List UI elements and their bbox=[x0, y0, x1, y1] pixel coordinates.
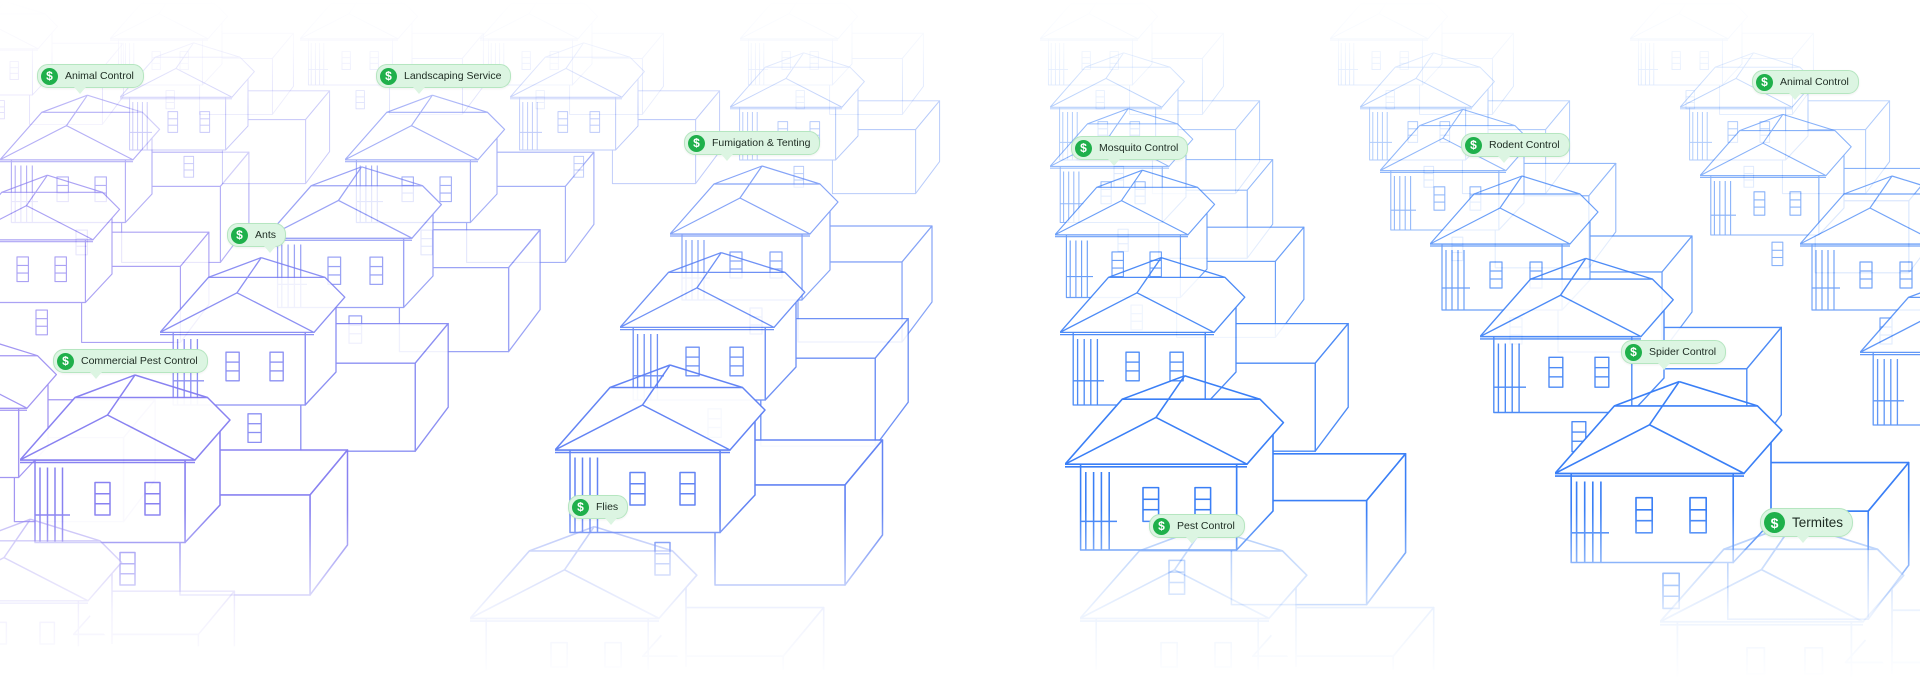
dollar-icon: $ bbox=[1625, 343, 1642, 361]
service-tag-label: Pest Control bbox=[1177, 520, 1235, 532]
dollar-icon: $ bbox=[41, 67, 58, 85]
service-tag-label: Mosquito Control bbox=[1099, 142, 1179, 154]
service-tag: $ Termites bbox=[1760, 508, 1854, 543]
dollar-icon: $ bbox=[231, 226, 248, 244]
dollar-icon: $ bbox=[688, 134, 705, 152]
service-tag-label: Spider Control bbox=[1649, 346, 1717, 358]
service-tag: $ Fumigation & Tenting bbox=[684, 131, 821, 161]
dollar-icon: $ bbox=[1764, 512, 1785, 533]
service-tag-label: Termites bbox=[1792, 515, 1844, 530]
service-tag-label: Ants bbox=[255, 229, 277, 241]
service-tag-label: Flies bbox=[596, 501, 619, 513]
service-tag: $ Flies bbox=[568, 495, 629, 525]
service-tag: $ Pest Control bbox=[1149, 514, 1245, 544]
dollar-icon: $ bbox=[1756, 73, 1773, 91]
dollar-icon: $ bbox=[1153, 517, 1170, 535]
house bbox=[0, 0, 124, 125]
dollar-icon: $ bbox=[1075, 139, 1092, 157]
service-tag-label: Landscaping Service bbox=[404, 70, 502, 82]
service-tag-label: Animal Control bbox=[1780, 76, 1849, 88]
dollar-icon: $ bbox=[572, 498, 589, 516]
dollar-icon: $ bbox=[1465, 136, 1482, 154]
dollar-icon: $ bbox=[57, 352, 74, 370]
service-tag: $ Spider Control bbox=[1621, 340, 1727, 370]
service-tag-label: Animal Control bbox=[65, 70, 134, 82]
service-tag: $ Commercial Pest Control bbox=[53, 349, 208, 379]
service-tag-label: Rodent Control bbox=[1489, 139, 1560, 151]
service-tag-label: Commercial Pest Control bbox=[81, 355, 198, 367]
service-tag: $ Mosquito Control bbox=[1071, 136, 1189, 166]
service-tag: $ Ants bbox=[227, 223, 287, 253]
service-tag: $ Rodent Control bbox=[1461, 133, 1570, 163]
service-tag: $ Landscaping Service bbox=[376, 64, 512, 94]
service-tag: $ Animal Control bbox=[37, 64, 144, 94]
service-tag: $ Animal Control bbox=[1752, 70, 1859, 100]
service-tag-label: Fumigation & Tenting bbox=[712, 137, 811, 149]
dollar-icon: $ bbox=[380, 67, 397, 85]
